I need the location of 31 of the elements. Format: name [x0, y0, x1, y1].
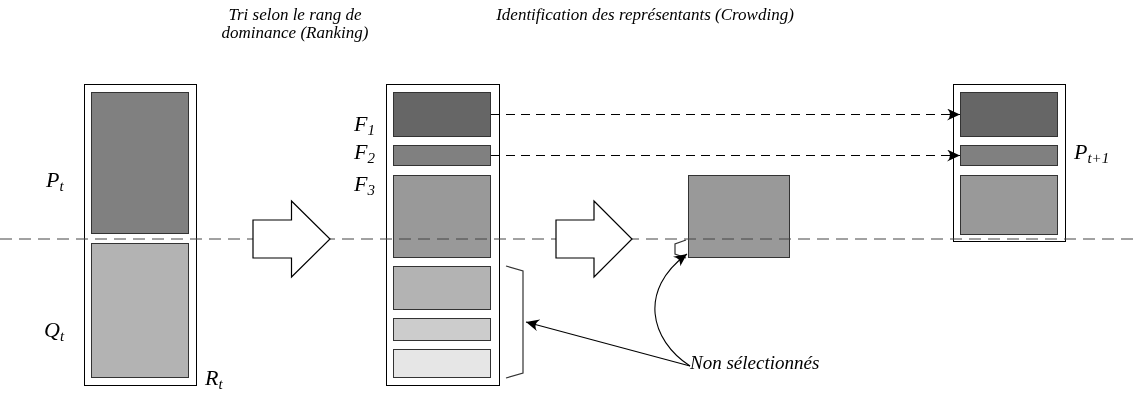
population-block	[959, 91, 1058, 137]
callout-text: Non sélectionnés	[690, 352, 880, 380]
block-arrow	[252, 199, 331, 279]
math-label: P$_{t+1}$	[1074, 140, 1111, 168]
population-block	[392, 144, 491, 166]
population-block	[392, 317, 491, 341]
math-label: F$_{3}$	[354, 172, 376, 200]
population-box	[953, 84, 1066, 242]
bracket	[673, 239, 687, 259]
bracket	[505, 265, 525, 379]
block-arrow	[555, 199, 633, 279]
population-block	[392, 91, 491, 137]
population-block	[90, 242, 189, 378]
population-block	[392, 348, 491, 378]
leader-line	[654, 253, 691, 367]
population-box	[386, 84, 500, 386]
population-block	[392, 174, 491, 258]
population-block	[959, 144, 1058, 166]
math-label: F$_{1}$	[354, 112, 376, 140]
math-label: Q$_{t}$	[44, 318, 66, 346]
population-block	[392, 265, 491, 310]
population-block	[959, 174, 1058, 235]
math-label: R$_{t}$	[205, 366, 224, 394]
math-label: F$_{2}$	[354, 140, 376, 168]
population-block	[90, 91, 189, 234]
math-label: P$_{t}$	[46, 168, 65, 196]
heading: Identification des représentants (Crowding)	[495, 6, 795, 24]
population-box	[84, 84, 197, 386]
leader-line	[525, 319, 691, 367]
population-block	[688, 175, 790, 258]
heading: Tri selon le rang de dominance (Ranking)	[220, 6, 370, 42]
